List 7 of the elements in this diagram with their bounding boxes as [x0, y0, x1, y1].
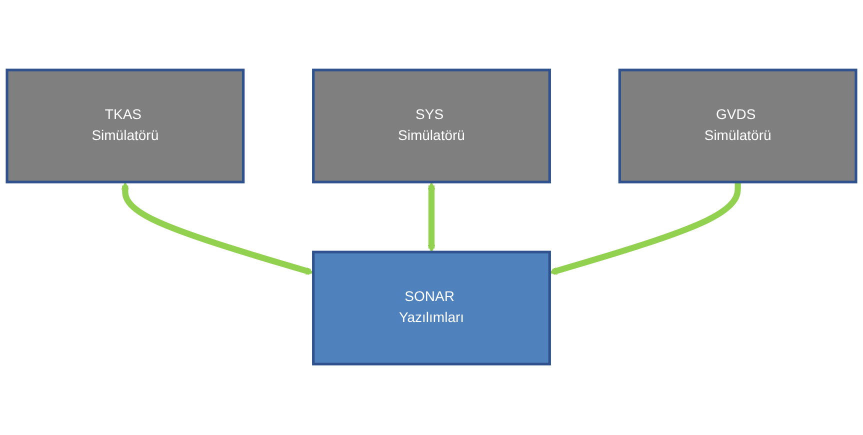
node-box: SYS Simülatörü — [312, 69, 551, 184]
arrow — [428, 182, 436, 253]
arrow — [121, 182, 314, 276]
arrow — [549, 182, 741, 276]
node-box: SONAR Yazılımları — [312, 251, 551, 366]
node-box: GVDS Simülatörü — [618, 69, 858, 184]
node-box: TKAS Simülatörü — [6, 69, 245, 184]
